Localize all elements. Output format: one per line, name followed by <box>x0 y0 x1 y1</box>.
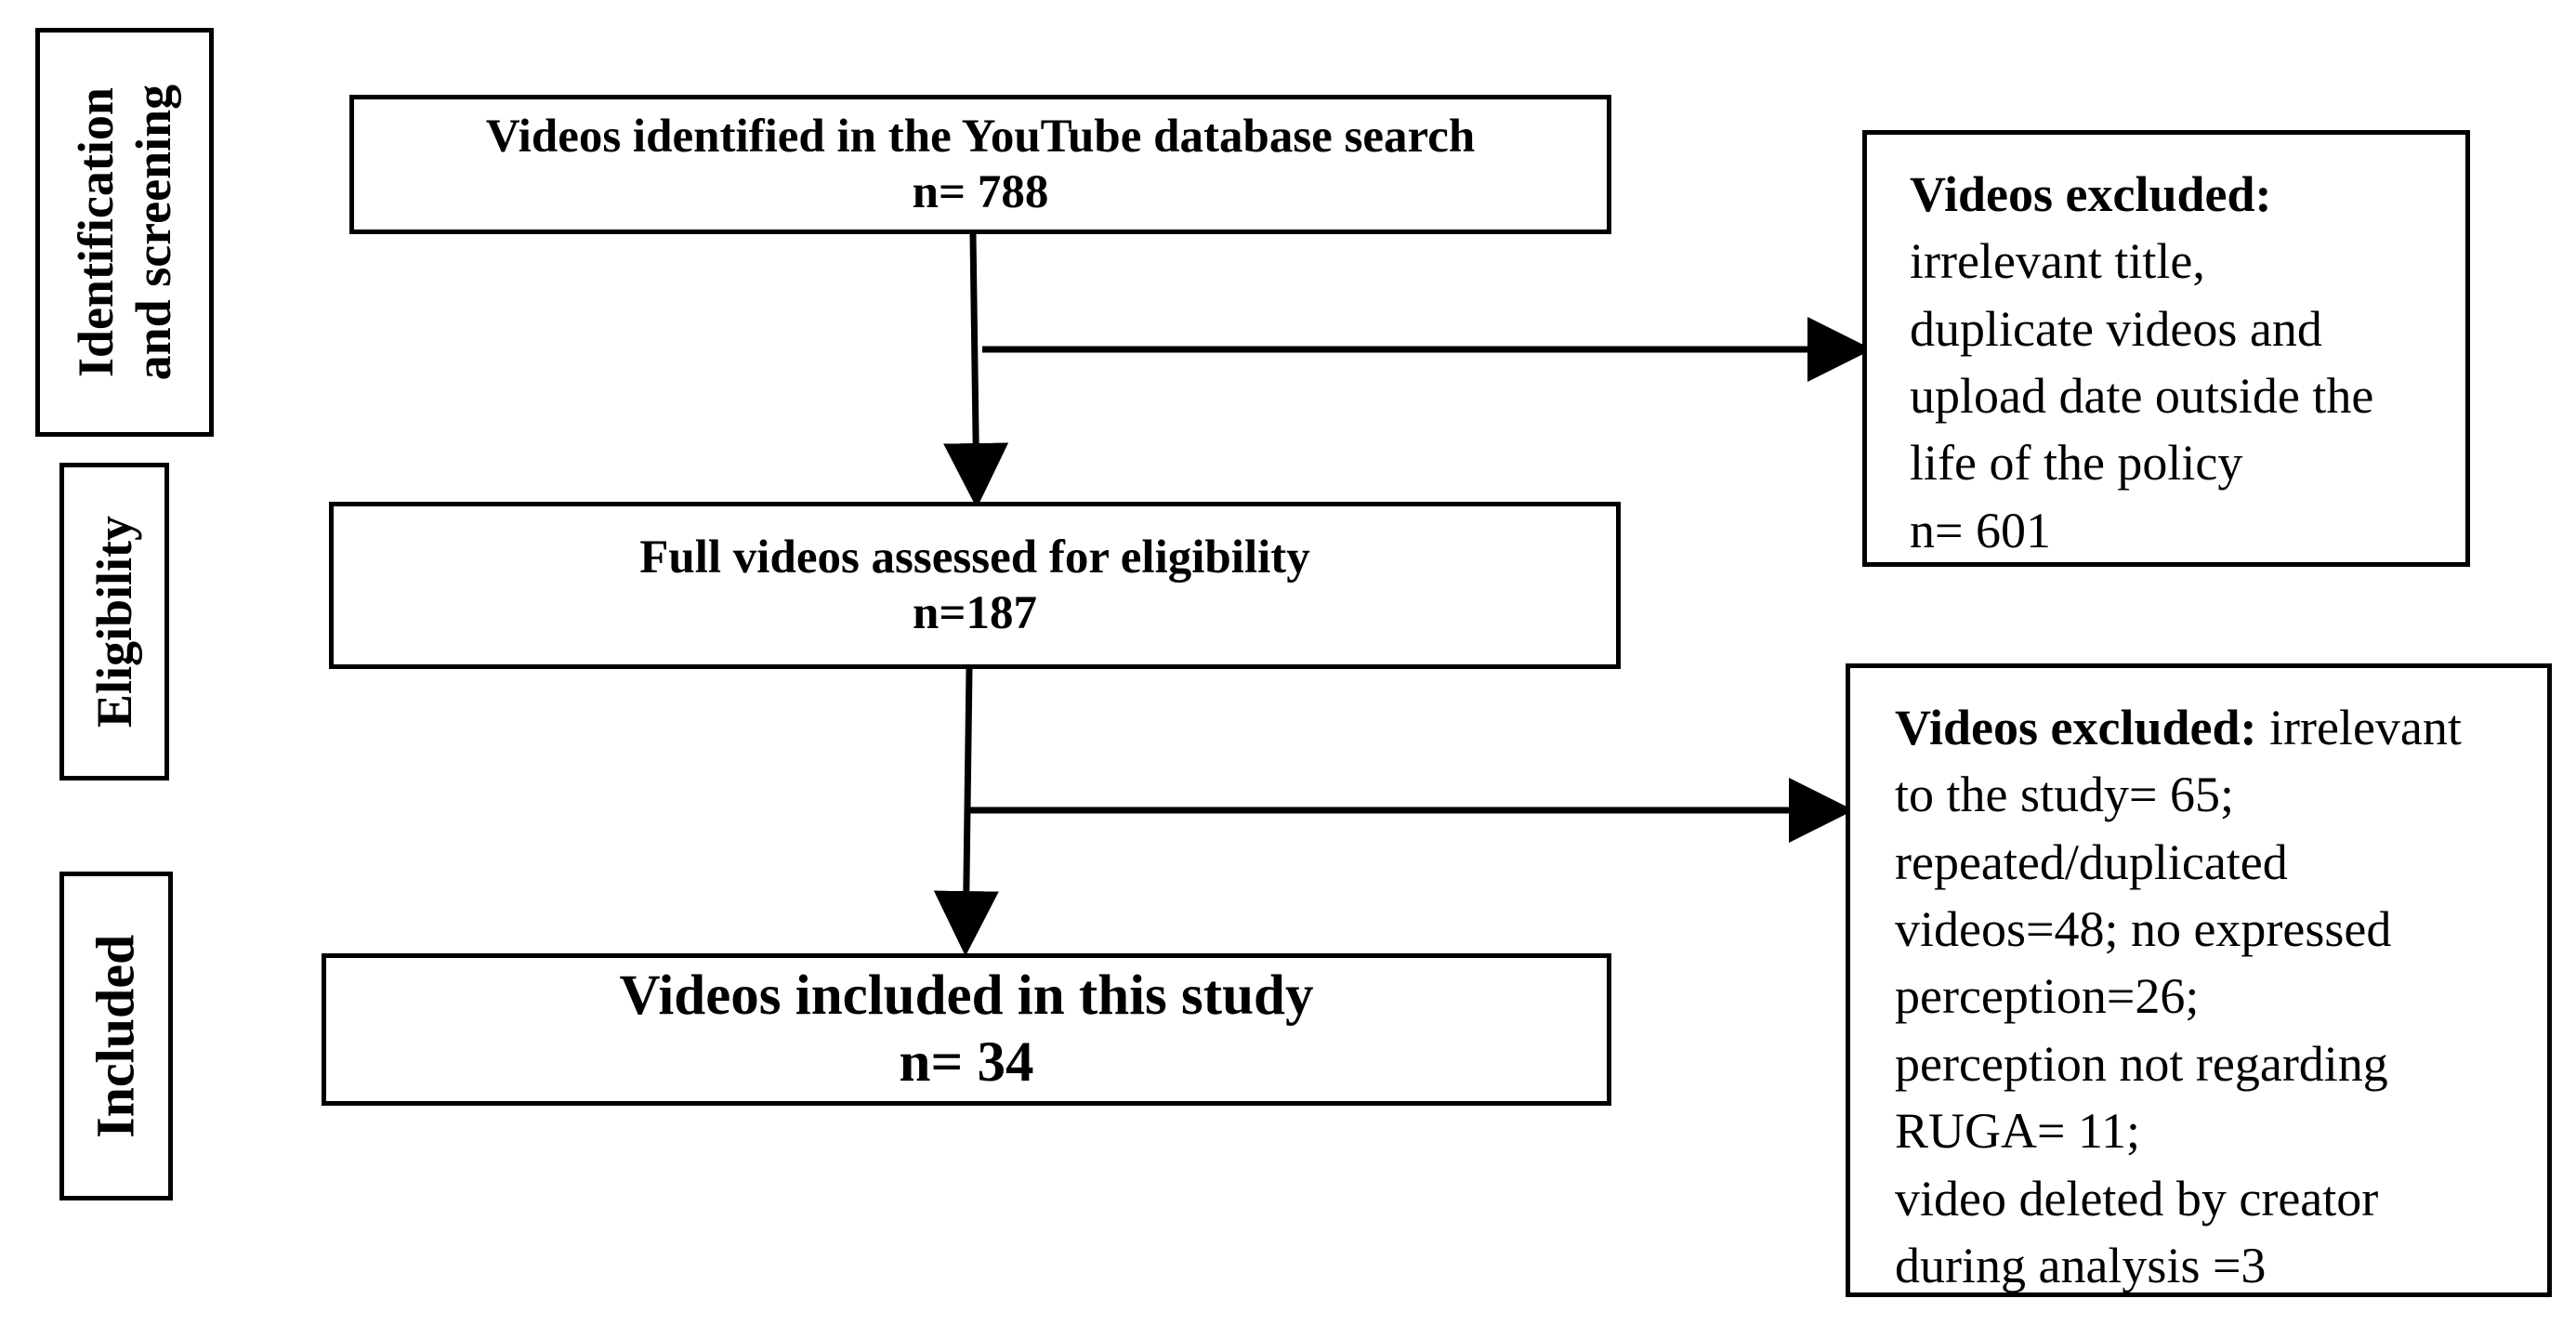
second-exclusion-line: repeated/duplicated <box>1895 833 2288 890</box>
first-exclusion-line: irrelevant title, <box>1910 233 2205 290</box>
identified-count: n= 788 <box>912 166 1049 218</box>
phase-included-text: Included <box>85 934 146 1138</box>
first-exclusion-line: life of the policy <box>1910 435 2243 492</box>
second-exclusion-line: video deleted by creator <box>1895 1170 2379 1227</box>
first-exclusion-box: Videos excluded: irrelevant title, dupli… <box>1862 130 2470 567</box>
first-exclusion-line: upload date outside the <box>1910 368 2374 425</box>
first-exclusion-line: duplicate videos and <box>1910 300 2322 357</box>
second-exclusion-heading-tail: irrelevant <box>2256 700 2462 755</box>
assessed-title: Full videos assessed for eligibility <box>639 531 1310 584</box>
phase-identification-label: Identification and screening <box>35 28 214 437</box>
arrow-identified-to-assessed <box>943 233 1009 508</box>
second-exclusion-line: videos=48; no expressed <box>1895 901 2392 958</box>
second-exclusion-line: during analysis =3 <box>1895 1237 2267 1293</box>
identified-title: Videos identified in the YouTube databas… <box>485 110 1476 163</box>
phase-identification-line1: Identification <box>67 86 124 378</box>
assessed-box: Full videos assessed for eligibility n=1… <box>329 502 1621 669</box>
assessed-count: n=187 <box>913 587 1037 639</box>
second-exclusion-line: RUGA= 11; <box>1895 1103 2140 1160</box>
arrow-assessed-to-included <box>933 668 999 956</box>
identified-box: Videos identified in the YouTube databas… <box>349 95 1611 234</box>
first-exclusion-count: n= 601 <box>1910 502 2051 558</box>
phase-identification-line2: and screening <box>125 84 182 381</box>
phase-eligibility-text: Eligibility <box>85 515 142 728</box>
second-exclusion-line: perception not regarding <box>1895 1035 2388 1092</box>
included-count: n= 34 <box>899 1031 1034 1094</box>
second-exclusion-heading: Videos excluded: <box>1895 700 2257 755</box>
first-exclusion-heading: Videos excluded: <box>1910 166 2272 222</box>
phase-eligibility-label: Eligibility <box>59 463 169 781</box>
phase-included-label: Included <box>59 872 173 1200</box>
included-box: Videos included in this study n= 34 <box>322 953 1611 1106</box>
second-exclusion-line: perception=26; <box>1895 968 2200 1025</box>
included-title: Videos included in this study <box>619 964 1314 1028</box>
second-exclusion-first-line: Videos excluded: irrelevant <box>1895 694 2517 761</box>
second-exclusion-line: to the study= 65; <box>1895 767 2234 823</box>
second-exclusion-box: Videos excluded: irrelevant to the study… <box>1846 663 2552 1297</box>
